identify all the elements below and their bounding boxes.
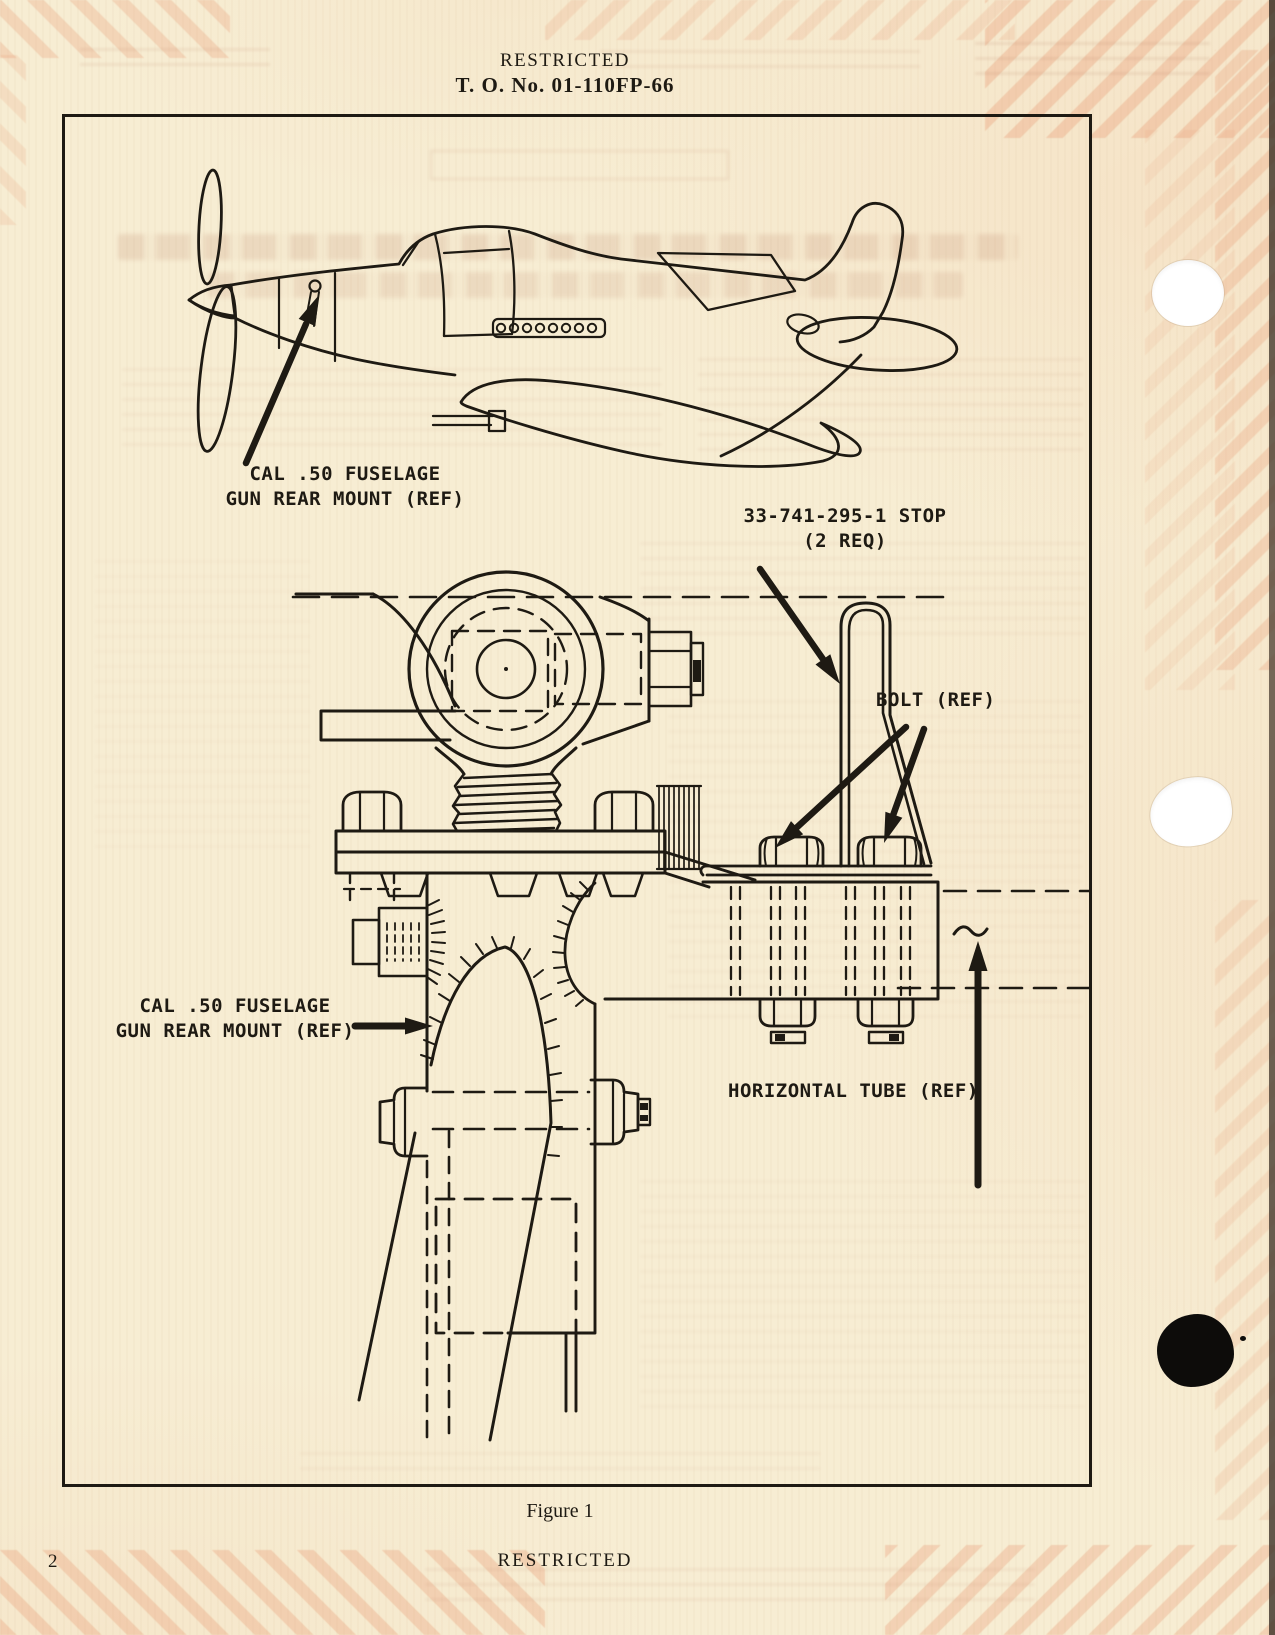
scan-stripe-right-mid (1145, 130, 1235, 690)
ink-blot (1157, 1314, 1234, 1387)
footer-classification: RESTRICTED (497, 1550, 633, 1571)
callout-line: 33-741-295-1 STOP (743, 505, 947, 527)
header-to-number: T. O. No. 01-110FP-66 (455, 73, 675, 97)
figure-caption: Figure 1 (526, 1500, 594, 1522)
scan-stripe-right-lower (1215, 900, 1275, 1520)
callout-line: CAL .50 FUSELAGE (249, 463, 441, 485)
callout-detail-gun-mount: CAL .50 FUSELAGE GUN REAR MOUNT (REF) (90, 994, 380, 1044)
figure-border (62, 114, 1092, 1487)
scan-stripe-right-upper (1215, 50, 1275, 670)
page-number: 2 (48, 1551, 58, 1572)
callout-bolt: BOLT (REF) (876, 689, 996, 711)
header-classification: RESTRICTED (499, 50, 631, 71)
callout-arrows (242, 295, 988, 1189)
gun-mount-detail (291, 570, 1091, 1442)
hole-punch-top (1152, 260, 1224, 326)
callout-line: GUN REAR MOUNT (REF) (115, 1020, 355, 1042)
callout-line: GUN REAR MOUNT (REF) (225, 488, 465, 510)
scan-edge-shadow (1269, 0, 1275, 1635)
hole-punch-bottom (1145, 772, 1237, 852)
callout-horizontal-tube: HORIZONTAL TUBE (REF) (728, 1080, 979, 1102)
callout-line: (2 REQ) (803, 530, 887, 552)
callout-stop: 33-741-295-1 STOP (2 REQ) (700, 504, 990, 554)
bleed-through-text (425, 1568, 1035, 1608)
callout-aircraft-gun-mount: CAL .50 FUSELAGE GUN REAR MOUNT (REF) (200, 462, 490, 512)
aircraft-side-view (187, 168, 959, 468)
ink-blot-speck (1240, 1336, 1246, 1341)
scan-stripe-top-center (545, 0, 1015, 40)
figure-drawing-svg (187, 168, 1091, 1442)
callout-line: CAL .50 FUSELAGE (139, 995, 331, 1017)
